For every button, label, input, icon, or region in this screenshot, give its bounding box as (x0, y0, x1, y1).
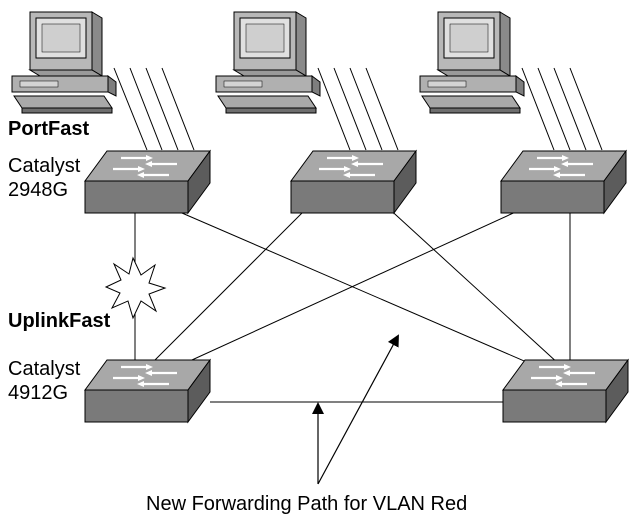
caption: New Forwarding Path for VLAN Red (146, 493, 468, 515)
catalyst-4912g-label-line1: Catalyst (8, 358, 81, 380)
link-sw3-sw4 (169, 209, 521, 371)
portfast-label: PortFast (8, 118, 90, 140)
link-failure-burst-icon (104, 256, 167, 320)
network-links (134, 204, 571, 403)
workstation-icon (11, 11, 117, 114)
pc-cables (113, 67, 603, 151)
catalyst-switch-icon (501, 358, 629, 424)
catalyst-2948g-label-line2: 2948G (8, 179, 69, 201)
catalyst-switch-icon (83, 358, 212, 424)
catalyst-switch-icon (83, 149, 212, 215)
catalyst-4912g-label-line2: 4912G (8, 382, 69, 404)
catalyst-switch-icon (499, 149, 628, 215)
arrow-icon (312, 334, 399, 485)
link-sw2-sw4 (149, 204, 311, 366)
link-sw1-sw5 (174, 209, 546, 371)
workstation-icon (419, 11, 525, 114)
link-sw2-sw5 (384, 204, 561, 366)
workstation-icon (215, 11, 321, 114)
uplinkfast-label: UplinkFast (8, 310, 111, 332)
catalyst-2948g-label-line1: Catalyst (8, 155, 81, 177)
catalyst-switch-icon (289, 149, 418, 215)
